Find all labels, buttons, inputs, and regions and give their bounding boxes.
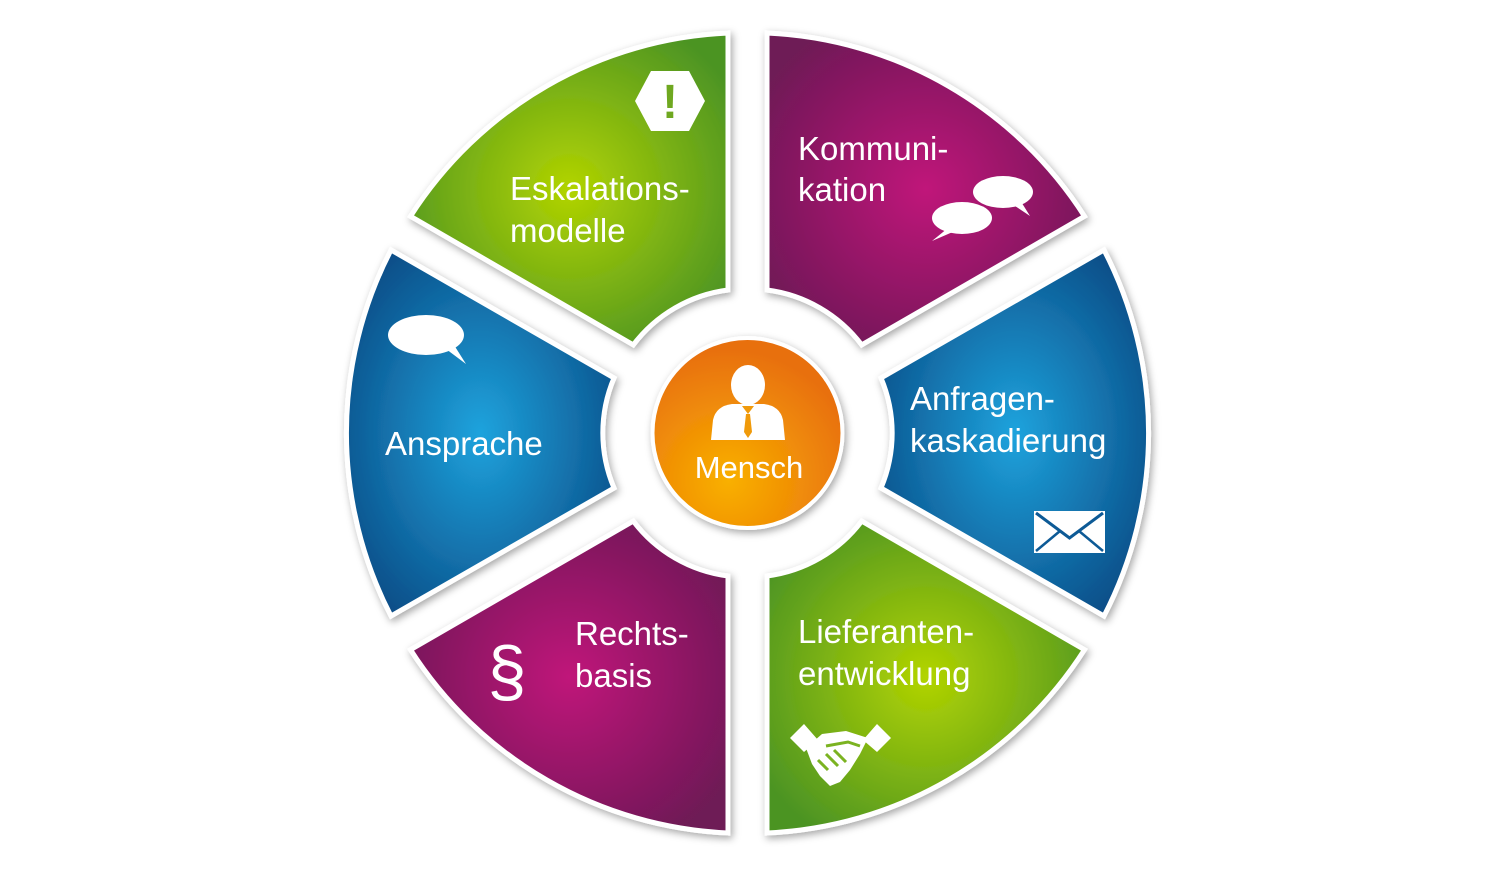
svg-text:!: ! xyxy=(662,76,678,129)
center-label: Mensch xyxy=(695,450,804,485)
segment-label-anfragenkaskadierung: Anfragen- kaskadierung xyxy=(910,380,1106,459)
segment-rechtsbasis xyxy=(406,517,731,836)
speech-bubbles-icon xyxy=(932,176,1033,241)
segment-label-kommunikation: Kommuni- kation xyxy=(798,130,958,208)
envelope-icon xyxy=(1034,511,1105,553)
segment-label-rechtsbasis: Rechts- basis xyxy=(575,615,698,694)
person-icon xyxy=(711,365,785,440)
segment-kommunikation xyxy=(764,30,1089,349)
paragraph-icon: § xyxy=(488,632,527,710)
speech-bubble-icon xyxy=(388,315,466,364)
segment-label-ansprache: Ansprache xyxy=(385,425,543,462)
exclamation-hexagon-icon: ! xyxy=(635,71,705,131)
segment-label-lieferantenentwicklung: Lieferanten- entwicklung xyxy=(798,613,983,692)
handshake-icon xyxy=(790,724,891,786)
segment-label-eskalationsmodelle: Eskalations- modelle xyxy=(510,170,699,249)
